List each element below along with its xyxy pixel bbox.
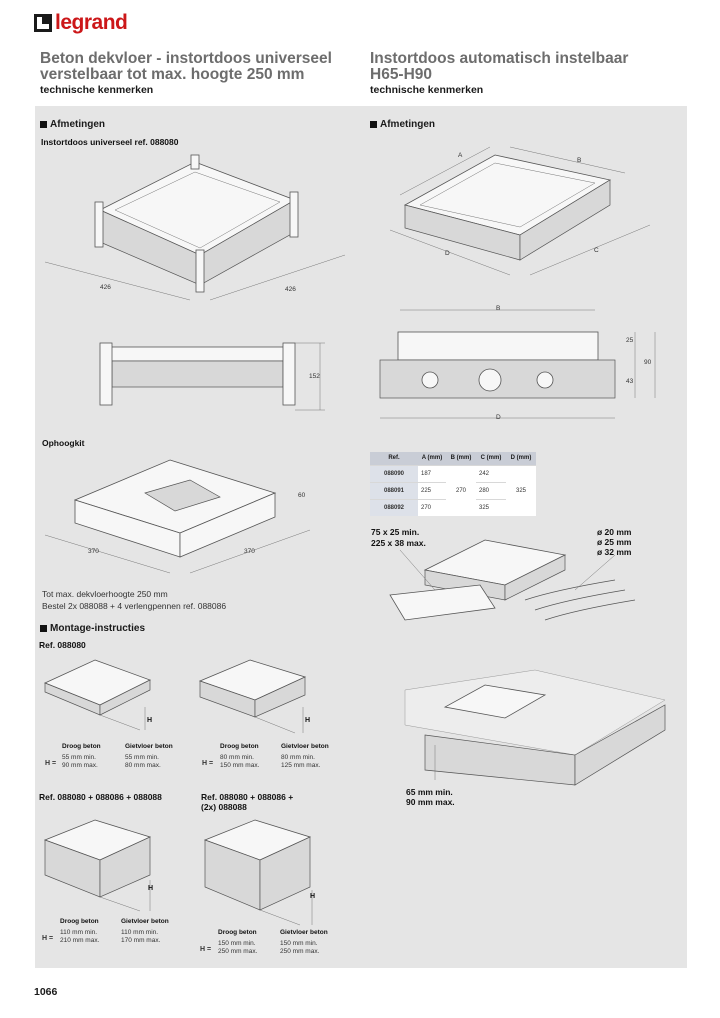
tube-size-1: ø 20 mm — [597, 527, 632, 537]
dim-h-label: 152 — [309, 373, 320, 380]
kit-b-label: 370 — [244, 548, 255, 555]
montage-heading: Montage-instructies — [40, 623, 145, 634]
cable-size-line1: 75 x 25 min. — [371, 527, 420, 537]
label-b-side: B — [496, 305, 501, 312]
cable-size-line2: 225 x 38 max. — [371, 538, 426, 548]
table-header-row: Ref. A (mm) B (mm) C (mm) D (mm) — [370, 452, 536, 465]
montage1-drawing — [43, 659, 152, 731]
m3-h-letter: H — [148, 885, 154, 892]
kit-h-label: 60 — [298, 492, 306, 499]
cable-entry-drawing — [389, 539, 636, 621]
depth-line1: 65 mm min. — [406, 787, 453, 797]
table-row: 088091 225 280 — [370, 481, 536, 499]
montage4-drawing — [203, 819, 313, 926]
right-title-line1: Instortdoos automatisch instelbaar — [370, 50, 629, 67]
logo-text: legrand — [55, 11, 128, 34]
bullet-square-icon — [40, 625, 47, 632]
depth-line2: 90 mm max. — [406, 797, 455, 807]
left-title-line1: Beton dekvloer - instortdoos universeel — [40, 50, 332, 67]
left-header: Beton dekvloer - instortdoos universeel … — [40, 50, 332, 97]
label-c: C — [594, 247, 599, 254]
legrand-logo: legrand — [34, 11, 128, 34]
dim-a-label: 426 — [100, 284, 111, 291]
ref1-label: Ref. 088080 — [39, 640, 86, 650]
dim-90: 90 — [644, 359, 652, 366]
kit-a-label: 370 — [88, 548, 99, 555]
right-title-line2: H65-H90 — [370, 66, 433, 83]
ref2-label: Ref. 088080 + 088086 + 088088 — [39, 792, 162, 802]
left-afmetingen-heading: Afmetingen — [40, 119, 105, 130]
ref3-label-line2: (2x) 088088 — [201, 802, 247, 812]
dim-b-label: 426 — [285, 286, 296, 293]
dim-25: 25 — [626, 337, 634, 344]
left-subtitle: technische kenmerken — [40, 84, 154, 96]
right-afmetingen-heading: Afmetingen — [370, 119, 435, 130]
label-b: B — [577, 157, 582, 164]
m1-height-table: H = Droog beton 55 mm min. 90 mm max. Gi… — [45, 743, 173, 769]
m2-h-letter: H — [305, 717, 311, 724]
legrand-logo-mark-icon — [34, 14, 52, 32]
ref3-label-line1: Ref. 088080 + 088086 + — [201, 792, 294, 802]
ophoogkit-heading: Ophoogkit — [42, 438, 85, 448]
bullet-square-icon — [40, 121, 47, 128]
m4-h-letter: H — [310, 893, 316, 900]
tube-size-2: ø 25 mm — [597, 537, 632, 547]
right-header: Instortdoos automatisch instelbaar H65-H… — [370, 50, 629, 97]
tube-size-3: ø 32 mm — [597, 547, 632, 557]
table-row: 088092 270 325 — [370, 498, 536, 516]
label-d: D — [445, 250, 450, 257]
m1-h-letter: H — [147, 717, 153, 724]
table-row: 088090 187 270 242 325 — [370, 464, 536, 516]
page-number: 1066 — [34, 986, 58, 998]
auto-box-side-drawing — [379, 309, 656, 419]
label-a: A — [458, 152, 463, 159]
universal-box-side-drawing — [99, 342, 325, 411]
note-line2: Bestel 2x 088088 + 4 verlengpennen ref. … — [42, 601, 227, 611]
note-line1: Tot max. dekvloerhoogte 250 mm — [42, 589, 168, 599]
floor-installation-drawing — [404, 669, 666, 786]
ophoogkit-drawing — [44, 459, 311, 574]
box-caption: Instortdoos universeel ref. 088080 — [41, 137, 179, 147]
auto-box-isometric-drawing — [389, 146, 651, 276]
m4-height-table: H = Droog beton 150 mm min. 250 mm max. … — [200, 929, 328, 955]
bullet-square-icon — [370, 121, 377, 128]
montage2-drawing — [198, 659, 307, 734]
label-d-side: D — [496, 414, 501, 421]
dim-43: 43 — [626, 378, 634, 385]
montage3-drawing — [43, 819, 152, 912]
m3-height-table: H = Droog beton 110 mm min. 210 mm max. … — [42, 918, 169, 944]
left-title-line2: verstelbaar tot max. hoogte 250 mm — [40, 66, 305, 83]
right-subtitle: technische kenmerken — [370, 84, 484, 96]
m2-height-table: H = Droog beton 80 mm min. 150 mm max. G… — [202, 743, 329, 769]
universal-box-isometric-drawing — [44, 154, 346, 301]
dimension-table: Ref. A (mm) B (mm) C (mm) D (mm) 088090 … — [370, 452, 536, 516]
